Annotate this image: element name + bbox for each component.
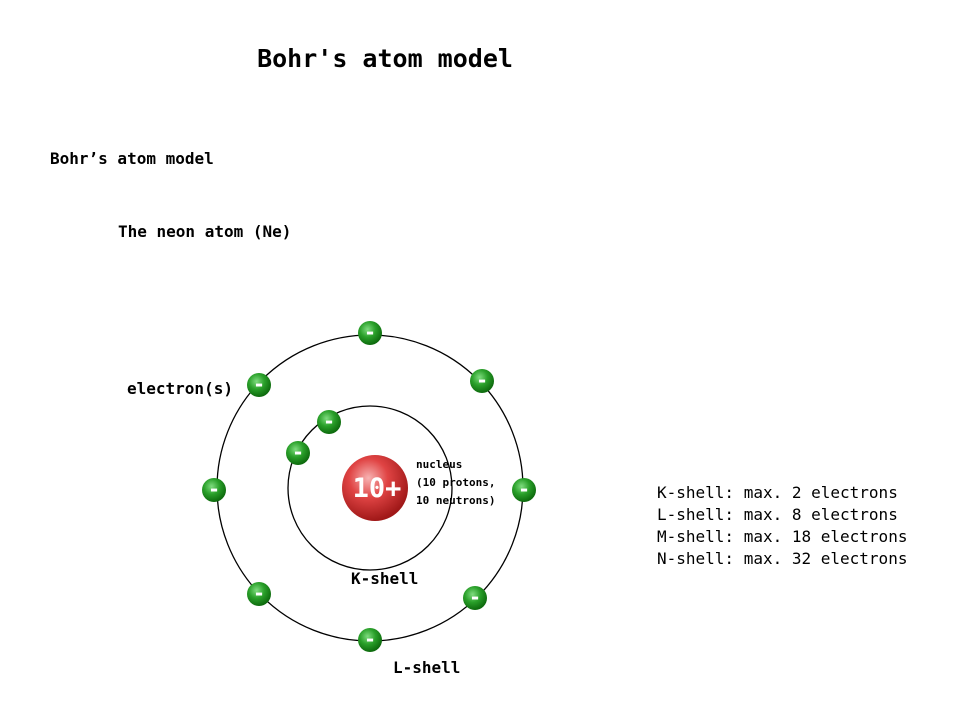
page-title: Bohr's atom model	[257, 44, 513, 73]
shell-capacity-item: N-shell: max. 32 electrons	[657, 549, 908, 568]
l-shell-electron: -	[247, 581, 271, 606]
nucleus-label-line: 10 neutrons)	[416, 494, 496, 507]
electrons: ----------	[202, 320, 536, 652]
electron-symbol: -	[478, 368, 486, 392]
nucleus-label-line: nucleus	[416, 458, 463, 471]
electron-symbol: -	[210, 477, 218, 501]
atom-name: The neon atom (Ne)	[118, 222, 292, 241]
electron-symbol: -	[366, 320, 374, 344]
l-shell-electron: -	[512, 477, 536, 502]
nucleus: 10+	[342, 455, 408, 521]
nucleus-label-line: (10 protons,	[416, 476, 496, 489]
shell-capacity-item: L-shell: max. 8 electrons	[657, 505, 898, 524]
l-shell-electron: -	[470, 368, 494, 393]
nucleus-label: nucleus (10 protons, 10 neutrons)	[416, 456, 495, 510]
shell-capacity-item: M-shell: max. 18 electrons	[657, 527, 908, 546]
electron-label: electron(s)	[127, 379, 233, 398]
k-shell-electron: -	[286, 440, 310, 465]
l-shell-electron: -	[358, 627, 382, 652]
electron-symbol: -	[366, 627, 374, 651]
subtitle: Bohr’s atom model	[50, 149, 214, 168]
electron-symbol: -	[325, 409, 333, 433]
k-shell-orbit	[287, 405, 453, 571]
electron-symbol: -	[294, 440, 302, 464]
electron-symbol: -	[520, 477, 528, 501]
l-shell-electron: -	[202, 477, 226, 502]
l-shell-electron: -	[358, 320, 382, 345]
shell-capacity-item: K-shell: max. 2 electrons	[657, 483, 898, 502]
l-shell-electron: -	[247, 372, 271, 397]
k-shell-electron: -	[317, 409, 341, 434]
nucleus-charge: 10+	[353, 473, 402, 504]
l-shell-label: L-shell	[393, 658, 461, 677]
electron-symbol: -	[255, 372, 263, 396]
electron-symbol: -	[471, 585, 479, 609]
shell-capacity-list: K-shell: max. 2 electrons L-shell: max. …	[657, 482, 907, 570]
k-shell-label: K-shell	[351, 569, 419, 588]
electron-symbol: -	[255, 581, 263, 605]
l-shell-electron: -	[463, 585, 487, 610]
